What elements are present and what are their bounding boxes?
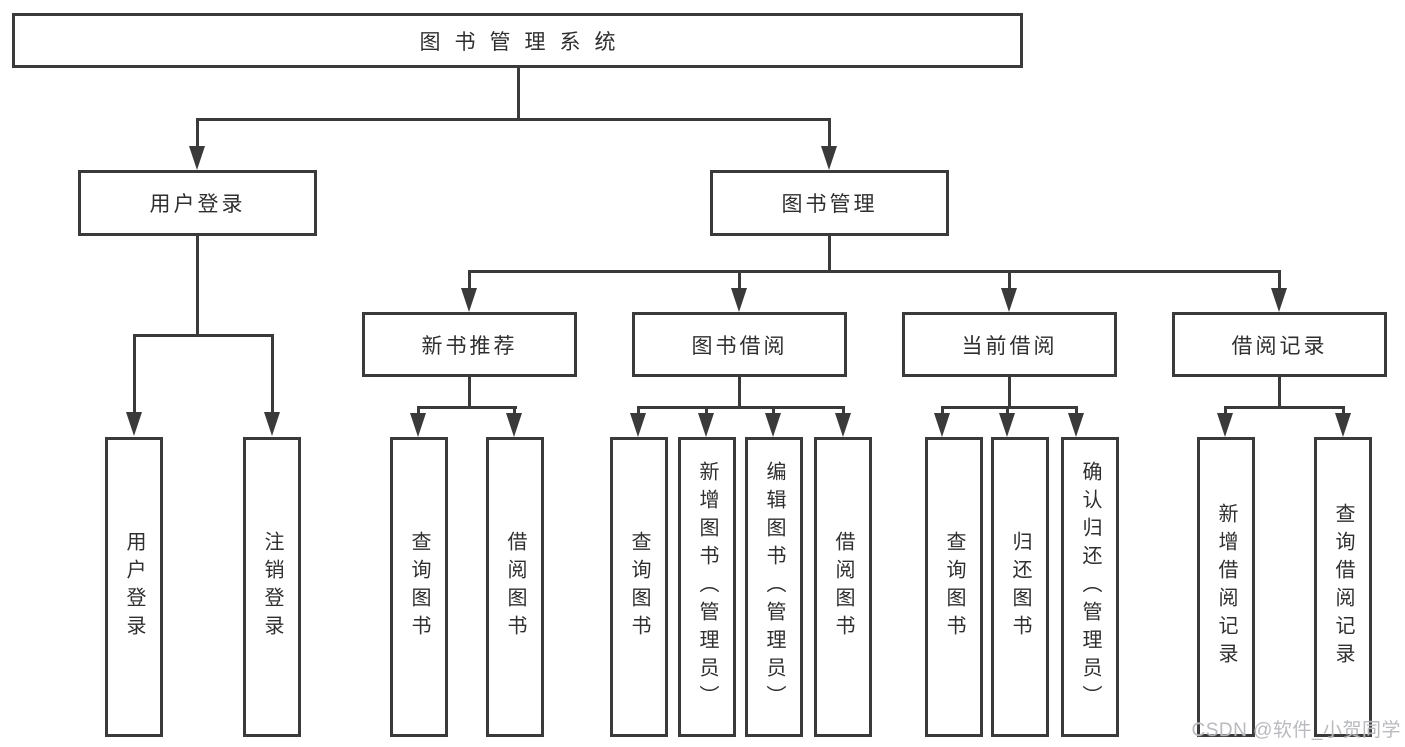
arrowhead-records-icon — [1271, 288, 1287, 312]
leaf-edit-book-admin: 编辑图书（管理员） — [745, 437, 803, 737]
arrowhead-recommend-icon — [461, 288, 477, 312]
arrowhead-book-management-icon — [821, 146, 837, 170]
leaf-user-login: 用户登录 — [105, 437, 163, 737]
edge-records-stem — [1278, 377, 1281, 406]
edge-book-management-stem — [828, 236, 831, 270]
edge-current-rail — [941, 406, 1078, 409]
arrowhead-lf9-icon — [934, 413, 950, 437]
edge-drop-borrow — [738, 270, 741, 290]
leaf-borrow-books: 借阅图书 — [814, 437, 872, 737]
arrowhead-lf5-icon — [630, 413, 646, 437]
leaf-confirm-return-admin: 确认归还（管理员） — [1061, 437, 1119, 737]
edge-recommend-rail — [417, 406, 517, 409]
edge-level2-rail — [196, 118, 831, 121]
edge-borrow-rail — [637, 406, 845, 409]
edge-drop-lf9 — [941, 406, 944, 416]
arrowhead-lf7-icon — [765, 413, 781, 437]
node-book-borrow: 图书借阅 — [632, 312, 847, 377]
edge-drop-lf10 — [1006, 406, 1009, 416]
watermark: CSDN @软件_小贺同学 — [1191, 720, 1401, 741]
node-borrow-records: 借阅记录 — [1172, 312, 1387, 377]
edge-drop-lf11 — [1075, 406, 1078, 416]
arrowhead-leaf-logout-icon — [264, 412, 280, 436]
edge-drop-lf6 — [705, 406, 708, 416]
arrowhead-user-login-icon — [189, 146, 205, 170]
edge-drop-records — [1278, 270, 1281, 290]
arrowhead-lf3-icon — [410, 413, 426, 437]
leaf-query-books-recommend: 查询图书 — [390, 437, 448, 737]
edge-drop-leaf-logout — [271, 334, 274, 414]
leaf-query-books-current: 查询图书 — [925, 437, 983, 737]
edge-current-stem — [1008, 377, 1011, 406]
node-current-borrow: 当前借阅 — [902, 312, 1117, 377]
edge-drop-lf7 — [772, 406, 775, 416]
leaf-borrow-books-recommend: 借阅图书 — [486, 437, 544, 737]
node-user-login: 用户登录 — [78, 170, 317, 236]
edge-drop-recommend — [468, 270, 471, 290]
edge-user-login-rail — [133, 334, 274, 337]
arrowhead-borrow-icon — [731, 288, 747, 312]
edge-level3-rail — [468, 270, 1281, 273]
root-node-library-system: 图书管理系统 — [12, 13, 1023, 68]
edge-drop-lf5 — [637, 406, 640, 416]
edge-drop-user-login — [196, 118, 199, 148]
arrowhead-lf13-icon — [1335, 413, 1351, 437]
leaf-query-borrow-record: 查询借阅记录 — [1314, 437, 1372, 737]
leaf-query-books-borrow: 查询图书 — [610, 437, 668, 737]
edge-records-rail — [1224, 406, 1345, 409]
arrowhead-lf4-icon — [506, 413, 522, 437]
arrowhead-lf8-icon — [835, 413, 851, 437]
edge-drop-leaf-user-login — [133, 334, 136, 414]
node-new-book-recommend: 新书推荐 — [362, 312, 577, 377]
edge-drop-lf8 — [842, 406, 845, 416]
edge-recommend-stem — [468, 377, 471, 406]
edge-drop-lf4 — [513, 406, 516, 416]
arrowhead-lf6-icon — [698, 413, 714, 437]
leaf-add-book-admin: 新增图书（管理员） — [678, 437, 736, 737]
edge-drop-book-management — [828, 118, 831, 148]
edge-drop-lf12 — [1224, 406, 1227, 416]
arrowhead-lf12-icon — [1217, 413, 1233, 437]
edge-drop-lf13 — [1342, 406, 1345, 416]
arrowhead-lf10-icon — [999, 413, 1015, 437]
edge-root-stem — [517, 68, 520, 118]
node-book-management: 图书管理 — [710, 170, 949, 236]
leaf-return-books: 归还图书 — [991, 437, 1049, 737]
edge-drop-current — [1008, 270, 1011, 290]
leaf-add-borrow-record: 新增借阅记录 — [1197, 437, 1255, 737]
edge-borrow-stem — [738, 377, 741, 406]
edge-drop-lf3 — [417, 406, 420, 416]
leaf-logout: 注销登录 — [243, 437, 301, 737]
arrowhead-leaf-user-login-icon — [126, 412, 142, 436]
arrowhead-lf11-icon — [1068, 413, 1084, 437]
arrowhead-current-icon — [1001, 288, 1017, 312]
edge-user-login-stem — [196, 236, 199, 334]
